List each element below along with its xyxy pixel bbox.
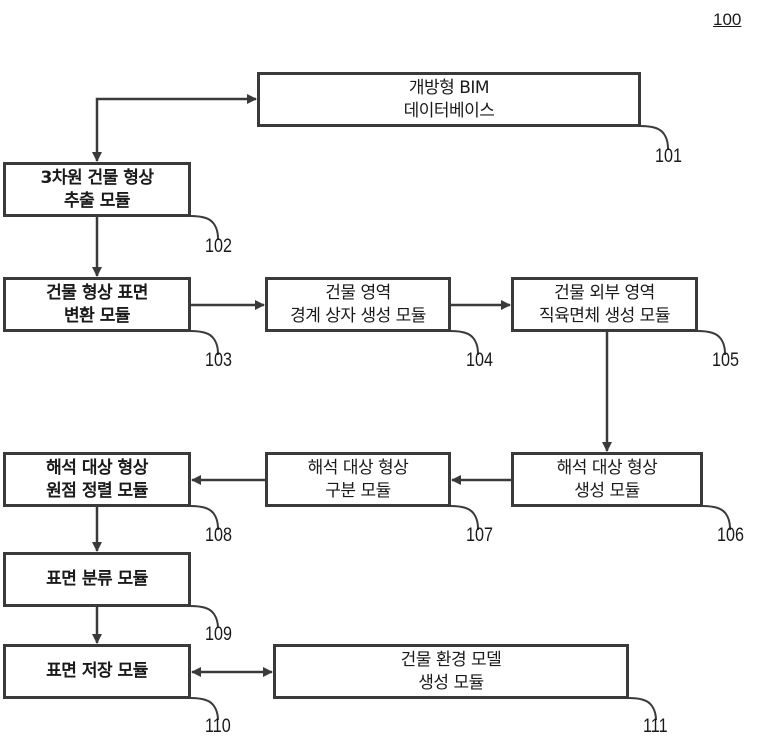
module-label-line: 생성 모듈 (574, 480, 640, 501)
module-label-line: 경계 상자 생성 모듈 (290, 305, 426, 326)
module-label-line: 3차원 건물 형상 (40, 167, 154, 188)
module-110-surface-storage: 표면 저장 모듈 (3, 644, 191, 699)
ref-number-105: 105 (712, 350, 739, 371)
module-label-line: 건물 외부 영역 (554, 282, 655, 303)
ref-number-111: 111 (643, 716, 668, 737)
leader-101 (639, 125, 669, 151)
ref-number-110: 110 (205, 716, 231, 737)
module-label-line: 추출 모듈 (64, 190, 130, 211)
module-label-line: 해석 대상 형상 (46, 457, 148, 478)
ref-number-103: 103 (205, 350, 232, 371)
module-103-surface-conversion: 건물 형상 표면 변환 모듈 (3, 277, 191, 332)
module-label-line: 건물 형상 표면 (46, 282, 148, 303)
module-107-target-shape-classification: 해석 대상 형상 구분 모듈 (265, 452, 451, 507)
arrow-101-102 (92, 94, 257, 162)
figure-label: 100 (713, 10, 742, 29)
module-label-line: 원점 정렬 모듈 (46, 480, 148, 501)
ref-number-101: 101 (655, 146, 682, 167)
leader-102 (189, 215, 219, 241)
module-label-line: 직육면체 생성 모듈 (539, 305, 670, 326)
leader-107 (449, 505, 479, 531)
module-label-line: 개방형 BIM (408, 77, 490, 98)
ref-number-109: 109 (205, 624, 232, 645)
module-101-bim-database: 개방형 BIM 데이터베이스 (257, 72, 641, 127)
module-label-line: 표면 저장 모듈 (46, 661, 148, 681)
leader-111 (627, 697, 657, 721)
leader-110 (189, 697, 219, 721)
leader-108 (189, 505, 219, 531)
module-label-line: 생성 모듈 (418, 672, 484, 693)
module-104-bounding-box: 건물 영역 경계 상자 생성 모듈 (265, 277, 451, 332)
leader-105 (696, 330, 726, 356)
ref-number-106: 106 (717, 525, 744, 546)
ref-number-104: 104 (466, 350, 493, 371)
module-label-line: 건물 환경 모델 (400, 649, 502, 670)
leader-106 (701, 505, 731, 531)
module-label-line: 변환 모듈 (64, 305, 130, 326)
leader-109 (189, 605, 219, 629)
leader-103 (189, 330, 219, 356)
module-111-environment-model: 건물 환경 모델 생성 모듈 (273, 644, 629, 699)
module-label-line: 해석 대상 형상 (556, 457, 658, 478)
module-109-surface-classification: 표면 분류 모듈 (3, 552, 191, 607)
module-label-line: 해석 대상 형상 (307, 457, 409, 478)
module-label-line: 건물 영역 (325, 282, 391, 303)
module-105-cuboid-generation: 건물 외부 영역 직육면체 생성 모듈 (511, 277, 698, 332)
ref-number-107: 107 (466, 525, 493, 546)
leader-104 (449, 330, 479, 356)
module-label-line: 구분 모듈 (325, 480, 391, 501)
module-label-line: 데이터베이스 (403, 100, 495, 121)
module-108-origin-alignment: 해석 대상 형상 원점 정렬 모듈 (3, 452, 191, 507)
ref-number-108: 108 (205, 525, 232, 546)
module-106-target-shape-generation: 해석 대상 형상 생성 모듈 (511, 452, 703, 507)
module-102-shape-extraction: 3차원 건물 형상 추출 모듈 (3, 162, 191, 217)
ref-number-102: 102 (205, 236, 232, 257)
module-label-line: 표면 분류 모듈 (46, 569, 148, 589)
